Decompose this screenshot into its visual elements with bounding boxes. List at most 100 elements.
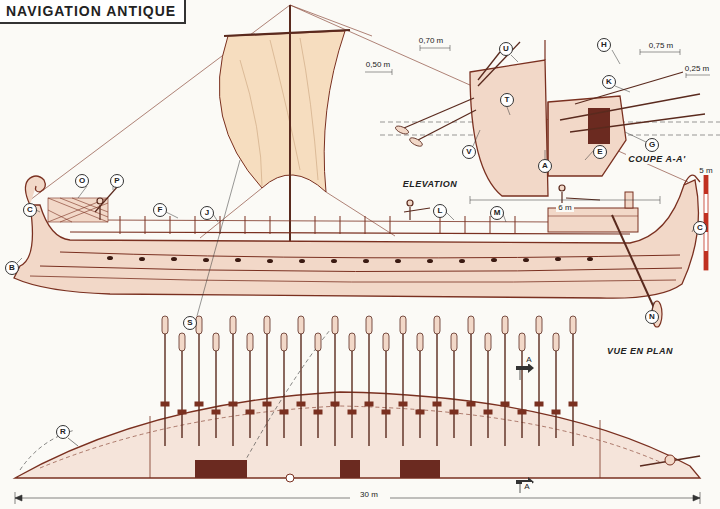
dimension-label: 5 m xyxy=(697,166,714,175)
drawing-part xyxy=(491,258,497,262)
drawing-part xyxy=(331,259,337,263)
callout-letter: T xyxy=(505,96,510,104)
drawing-part xyxy=(470,60,548,196)
drawing-part xyxy=(340,216,341,234)
elevation-view xyxy=(14,5,708,327)
drawing-part xyxy=(270,216,271,234)
drawing-part xyxy=(14,180,698,298)
drawing-part xyxy=(365,72,392,73)
drawing-part xyxy=(240,330,330,470)
drawing-part xyxy=(348,333,356,438)
drawing-part xyxy=(394,124,423,148)
drawing-part xyxy=(652,302,654,310)
drawing-part xyxy=(286,474,294,482)
dimension-label: A xyxy=(524,355,533,364)
drawing-part xyxy=(518,333,526,438)
drawing-part xyxy=(48,198,108,222)
drawing-part xyxy=(390,216,391,234)
drawing-part xyxy=(440,216,441,234)
drawing-part xyxy=(219,31,345,192)
drawing-part xyxy=(615,86,630,92)
callout-circle: J xyxy=(200,206,214,220)
callout-letter: B xyxy=(9,264,15,272)
callout-circle: T xyxy=(500,93,514,107)
drawing-part xyxy=(289,5,291,268)
drawing-part xyxy=(559,185,565,191)
dimension-label: 0,70 m xyxy=(417,36,445,45)
callout-letter: V xyxy=(466,148,471,156)
callout-circle: H xyxy=(597,38,611,52)
drawing-part xyxy=(382,333,390,438)
callout-circle: C xyxy=(693,221,707,235)
drawing-part xyxy=(418,110,476,140)
drawing-part xyxy=(365,45,710,204)
callout-circle: R xyxy=(56,425,70,439)
drawing-part xyxy=(640,456,700,466)
drawing-part xyxy=(195,316,203,446)
drawing-part xyxy=(544,40,545,60)
drawing-part xyxy=(470,200,660,201)
drawing-part xyxy=(365,216,366,234)
drawing-part xyxy=(195,460,247,478)
callout-letter: F xyxy=(158,206,163,214)
drawing-part xyxy=(48,198,108,222)
drawing-part xyxy=(420,48,450,49)
drawing-part xyxy=(686,75,710,76)
drawing-part xyxy=(17,258,22,263)
callout-circle: B xyxy=(5,261,19,275)
drawing-part xyxy=(665,455,675,465)
drawing-part xyxy=(548,208,638,232)
drawing-part xyxy=(450,333,458,438)
drawing-part xyxy=(467,316,475,446)
drawing-part xyxy=(612,50,620,64)
drawing-part xyxy=(446,212,454,220)
drawing-part xyxy=(240,38,318,186)
drawing-part xyxy=(408,136,423,148)
callout-circle: O xyxy=(75,174,89,188)
drawing-part xyxy=(473,130,480,146)
callout-letter: S xyxy=(187,319,192,327)
drawing-part xyxy=(612,215,655,310)
drawing-part xyxy=(660,196,661,204)
callout-letter: C xyxy=(697,224,703,232)
drawing-part xyxy=(170,216,171,234)
drawing-part xyxy=(545,150,546,159)
drawing-part xyxy=(490,216,491,234)
callout-circle: L xyxy=(433,204,447,218)
callout-circle: G xyxy=(645,138,659,152)
drawing-part xyxy=(195,216,196,234)
drawing-part xyxy=(420,45,421,51)
drawing-part xyxy=(15,392,700,478)
drawing-part xyxy=(229,316,237,446)
drawing-part xyxy=(197,160,240,316)
callout-circle: N xyxy=(645,310,659,324)
view-heading: COUPE A-A' xyxy=(626,154,687,164)
drawing-part xyxy=(150,416,151,478)
drawing-part xyxy=(470,196,471,204)
drawing-part xyxy=(246,333,254,438)
drawing-part xyxy=(171,257,177,261)
drawing-part xyxy=(465,216,466,234)
drawing-part xyxy=(299,259,305,263)
callout-letter: H xyxy=(601,41,607,49)
drawing-part xyxy=(139,257,145,261)
callout-letter: R xyxy=(60,428,66,436)
drawing-part xyxy=(17,160,694,316)
drawing-part xyxy=(326,192,395,236)
drawing-part xyxy=(560,94,700,120)
drawing-part xyxy=(394,124,409,135)
drawing-part xyxy=(68,438,78,446)
section-view xyxy=(365,40,720,204)
drawing-part xyxy=(145,216,146,234)
drawing-part xyxy=(404,98,474,128)
drawing-part xyxy=(433,316,441,446)
drawing-part xyxy=(704,251,708,270)
drawing-part xyxy=(640,52,680,53)
drawing-part xyxy=(587,257,593,261)
callout-circle: C xyxy=(23,203,37,217)
callout-letter: G xyxy=(649,141,655,149)
drawing-part xyxy=(400,460,440,478)
drawing-part xyxy=(523,258,529,262)
callout-circle: K xyxy=(602,75,616,89)
drawing-part xyxy=(25,176,45,205)
